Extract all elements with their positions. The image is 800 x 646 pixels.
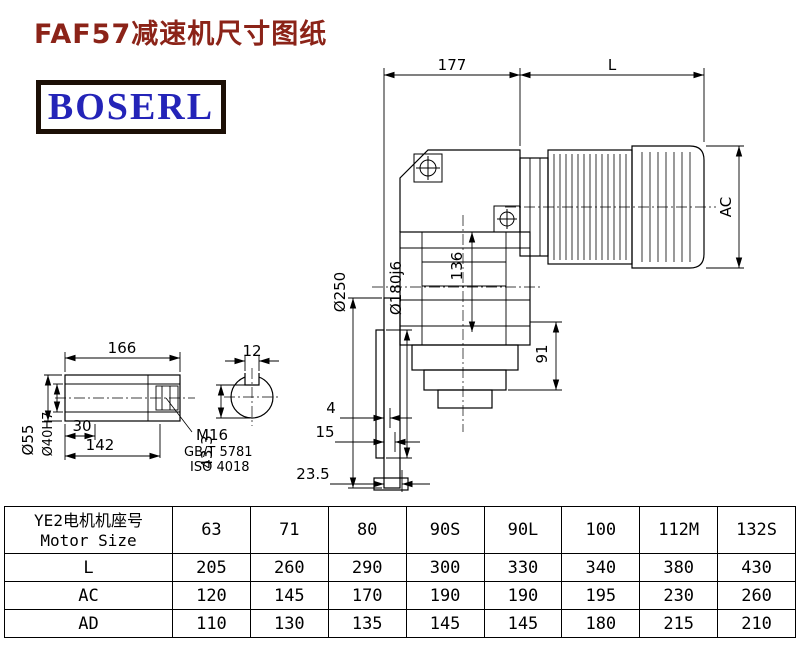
- table-cell: 195: [561, 581, 641, 610]
- technical-drawing: 177 L AC Ø250 Ø180j6 136 91 4 15 23.5 16…: [19, 56, 744, 492]
- row-label: AD: [4, 609, 173, 638]
- header-en: Motor Size: [40, 531, 137, 551]
- bolt-pad-side: [493, 205, 521, 233]
- dim-4-label: 4: [326, 399, 336, 417]
- dim-15-label: 15: [315, 423, 334, 441]
- dim-177-label: 177: [438, 56, 467, 74]
- table-header-cell: 63: [172, 506, 251, 554]
- shaft-166-label: 166: [108, 339, 137, 357]
- table-cell: 330: [483, 553, 563, 582]
- table-cell: 290: [327, 553, 407, 582]
- main-view: [372, 145, 716, 491]
- dim-AC-label: AC: [717, 197, 735, 217]
- table-header-row: YE2电机机座号 Motor Size 63 71 80 90S 90L 100…: [4, 506, 796, 554]
- table-cell: 430: [717, 553, 796, 582]
- shaft-12-label: 12: [242, 342, 261, 360]
- dim-136-label: 136: [448, 252, 466, 281]
- dia-180-label: Ø180j6: [387, 261, 405, 315]
- dim-L-label: L: [608, 56, 617, 74]
- table-header-cell: 112M: [639, 506, 719, 554]
- table-cell: 210: [717, 609, 796, 638]
- table-cell: 230: [639, 581, 719, 610]
- motor-size-table: YE2电机机座号 Motor Size 63 71 80 90S 90L 100…: [4, 506, 796, 638]
- table-cell: 180: [561, 609, 641, 638]
- page-title: FAF57减速机尺寸图纸: [34, 19, 328, 50]
- bolt-pad-top: [413, 153, 443, 183]
- shaft-dia-40-label: Ø40H7: [41, 412, 56, 457]
- table-cell: 260: [249, 553, 329, 582]
- table-cell: 340: [561, 553, 641, 582]
- centerlines: [372, 206, 716, 432]
- shaft-30-label: 30: [72, 417, 91, 435]
- table-header-cell: 132S: [717, 506, 796, 554]
- table-cell: 380: [639, 553, 719, 582]
- flange-pilot: [375, 329, 385, 459]
- dim-23-5-label: 23.5: [296, 465, 329, 483]
- table-header-cell: 90L: [483, 506, 563, 554]
- table-header-cell: 90S: [405, 506, 485, 554]
- table-cell: 190: [405, 581, 485, 610]
- table-cell: 260: [717, 581, 796, 610]
- dia-250-label: Ø250: [331, 272, 349, 312]
- table-cell: 205: [172, 553, 251, 582]
- table-cell: 300: [405, 553, 485, 582]
- table-cell: 120: [172, 581, 251, 610]
- dimension-lines: [44, 68, 744, 492]
- table-cell: 215: [639, 609, 719, 638]
- flange-plate: [383, 297, 401, 489]
- table-cell: 110: [172, 609, 251, 638]
- table-cell: 145: [249, 581, 329, 610]
- thread-m16-label: M16: [196, 426, 228, 444]
- boserl-logo: BOSERL: [36, 80, 226, 134]
- table-header-motor-size: YE2电机机座号 Motor Size: [4, 506, 173, 554]
- shaft-dia-55-label: Ø55: [19, 425, 37, 456]
- shaft-43-3-label: 43.3: [198, 435, 216, 468]
- table-cell: 190: [483, 581, 563, 610]
- table-cell: 130: [249, 609, 329, 638]
- table-header-cell: 80: [327, 506, 407, 554]
- table-cell: 145: [483, 609, 563, 638]
- table-cell: 135: [327, 609, 407, 638]
- std-gb-label: GB/T 5781: [184, 445, 253, 460]
- std-iso-label: ISO 4018: [190, 460, 250, 475]
- table-header-cell: 100: [561, 506, 641, 554]
- header-cn: YE2电机机座号: [34, 510, 143, 530]
- table-row: AC 120 145 170 190 190 195 230 260: [4, 581, 796, 610]
- dim-91-label: 91: [533, 344, 551, 363]
- table-cell: 170: [327, 581, 407, 610]
- row-label: AC: [4, 581, 173, 610]
- table-header-cell: 71: [249, 506, 329, 554]
- boserl-logo-text: BOSERL: [47, 86, 215, 128]
- table-row: AD 110 130 135 145 145 180 215 210: [4, 609, 796, 638]
- shaft-detail: [55, 368, 280, 433]
- shaft-end-view: [224, 368, 280, 426]
- dimension-labels: 177 L AC Ø250 Ø180j6 136 91 4 15 23.5 16…: [19, 56, 735, 483]
- table-cell: 145: [405, 609, 485, 638]
- table-row: L 205 260 290 300 330 340 380 430: [4, 553, 796, 582]
- row-label: L: [4, 553, 173, 582]
- shaft-142-label: 142: [86, 436, 115, 454]
